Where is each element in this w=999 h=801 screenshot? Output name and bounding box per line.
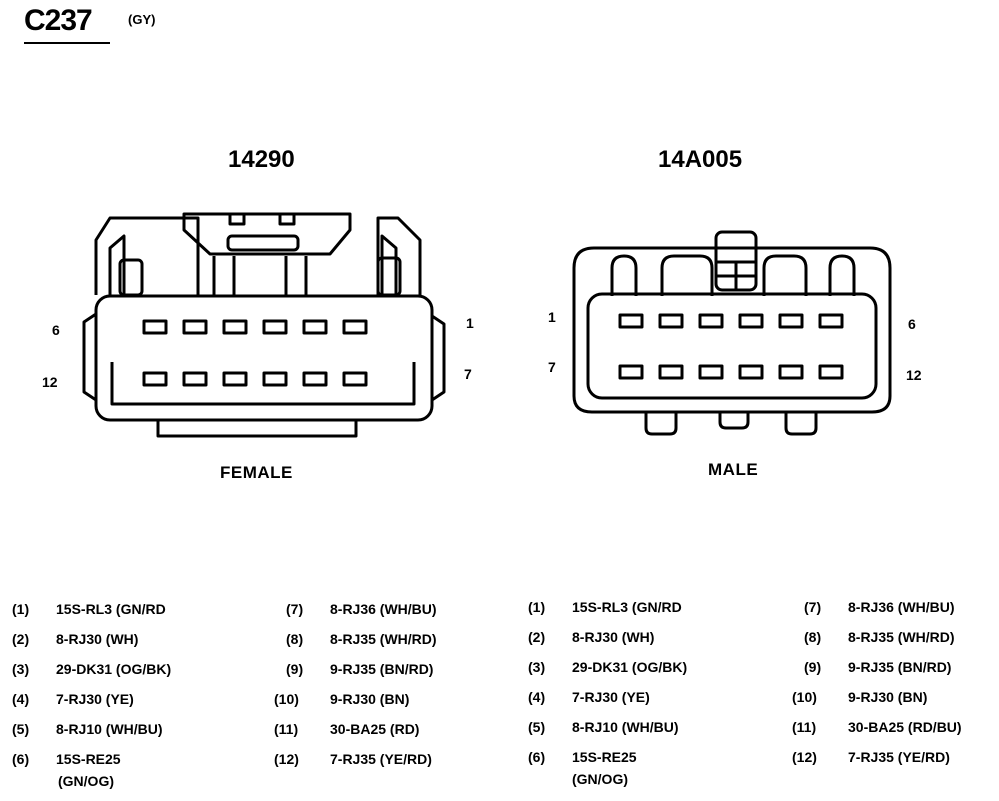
table-row: (5) 8-RJ10 (WH/BU) [528, 712, 679, 742]
connector-id: C237 [24, 4, 93, 37]
wire-code: 30-BA25 (RD/BU) [848, 719, 962, 735]
table-row: (9) 9-RJ35 (BN/RD) [804, 652, 951, 682]
female-pin-label-top-right: 1 [466, 315, 474, 331]
pin-number: (9) [286, 661, 304, 677]
female-pin-label-bottom-right: 7 [464, 366, 472, 382]
wire-code: 9-RJ30 (BN) [848, 689, 928, 705]
wire-code: 29-DK31 (OG/BK) [572, 659, 688, 675]
wire-code: 15S-RL3 (GN/RD [56, 601, 166, 617]
connector-color-code: (GY) [128, 12, 156, 27]
wire-code: 15S-RE25 [56, 751, 121, 767]
table-row: (12) 7-RJ35 (YE/RD) [274, 744, 432, 774]
wire-code: 7-RJ30 (YE) [572, 689, 650, 705]
pin-number: (7) [804, 599, 822, 615]
male-pin-label-top-right: 6 [908, 316, 916, 332]
female-pin-label-top-left: 6 [52, 322, 60, 338]
wire-code: 8-RJ36 (WH/BU) [848, 599, 955, 615]
pin-number: (6) [12, 751, 30, 767]
table-row: (10) 9-RJ30 (BN) [274, 684, 409, 714]
pin-number: (7) [286, 601, 304, 617]
pin-number: (8) [286, 631, 304, 647]
wire-code: 8-RJ35 (WH/RD) [330, 631, 437, 647]
pin-number: (1) [12, 601, 30, 617]
pin-number: (6) [528, 749, 546, 765]
wire-code: 15S-RL3 (GN/RD [572, 599, 682, 615]
pin-number: (4) [528, 689, 546, 705]
table-row: (8) 8-RJ35 (WH/RD) [804, 622, 955, 652]
pin-number: (1) [528, 599, 546, 615]
pin-number: (5) [12, 721, 30, 737]
table-row: (7) 8-RJ36 (WH/BU) [286, 594, 437, 624]
female-gender-label: FEMALE [220, 463, 293, 482]
male-part-number: 14A005 [658, 146, 743, 173]
female-pin-label-bottom-left: 12 [42, 374, 58, 390]
pin-number: (10) [274, 691, 299, 707]
table-row: (3) 29-DK31 (OG/BK) [528, 652, 687, 682]
wire-code: 8-RJ30 (WH) [572, 629, 655, 645]
female-connector-outline [82, 212, 446, 438]
table-row: (8) 8-RJ35 (WH/RD) [286, 624, 437, 654]
wire-code-continuation: (GN/OG) [572, 771, 628, 787]
wire-code: 8-RJ35 (WH/RD) [848, 629, 955, 645]
table-row: (5) 8-RJ10 (WH/BU) [12, 714, 163, 744]
table-row: (11) 30-BA25 (RD) [274, 714, 419, 744]
table-row: (4) 7-RJ30 (YE) [12, 684, 134, 714]
pin-number: (11) [792, 719, 817, 735]
wire-code-continuation: (GN/OG) [58, 773, 114, 789]
pin-number: (8) [804, 629, 822, 645]
table-row: (2) 8-RJ30 (WH) [528, 622, 654, 652]
pin-number: (12) [274, 751, 299, 767]
pin-number: (5) [528, 719, 546, 735]
wire-code: 8-RJ10 (WH/BU) [56, 721, 163, 737]
male-gender-label: MALE [708, 460, 759, 479]
wire-code: 7-RJ30 (YE) [56, 691, 134, 707]
wire-code: 15S-RE25 [572, 749, 637, 765]
table-row: (6) 15S-RE25 [528, 742, 637, 772]
male-pin-label-bottom-left: 7 [548, 359, 556, 375]
pin-number: (4) [12, 691, 30, 707]
table-row: (4) 7-RJ30 (YE) [528, 682, 650, 712]
table-row: (1) 15S-RL3 (GN/RD [528, 592, 682, 622]
wire-code: 7-RJ35 (YE/RD) [330, 751, 432, 767]
wire-code: 9-RJ30 (BN) [330, 691, 410, 707]
pin-number: (9) [804, 659, 822, 675]
wire-code: 30-BA25 (RD) [330, 721, 420, 737]
pin-number: (2) [528, 629, 546, 645]
wire-code: 8-RJ36 (WH/BU) [330, 601, 437, 617]
table-row: (1) 15S-RL3 (GN/RD [12, 594, 166, 624]
table-row: (2) 8-RJ30 (WH) [12, 624, 138, 654]
table-row: (9) 9-RJ35 (BN/RD) [286, 654, 433, 684]
male-connector-outline [572, 230, 892, 436]
wire-code: 9-RJ35 (BN/RD) [848, 659, 952, 675]
wire-code: 9-RJ35 (BN/RD) [330, 661, 434, 677]
connector-drawings [82, 212, 892, 438]
table-row: (6) 15S-RE25 [12, 744, 121, 774]
table-row: (3) 29-DK31 (OG/BK) [12, 654, 171, 684]
header-underline [24, 42, 110, 44]
pin-number: (12) [792, 749, 817, 765]
pin-number: (10) [792, 689, 817, 705]
pin-number: (2) [12, 631, 30, 647]
male-pin-label-bottom-right: 12 [906, 367, 922, 383]
pin-number: (3) [12, 661, 30, 677]
table-row: (10) 9-RJ30 (BN) [792, 682, 927, 712]
pin-number: (3) [528, 659, 546, 675]
male-pin-label-top-left: 1 [548, 309, 556, 325]
table-row: (7) 8-RJ36 (WH/BU) [804, 592, 955, 622]
wire-code: 29-DK31 (OG/BK) [56, 661, 172, 677]
table-row: (12) 7-RJ35 (YE/RD) [792, 742, 950, 772]
wire-code: 8-RJ10 (WH/BU) [572, 719, 679, 735]
female-part-number: 14290 [228, 146, 295, 173]
pin-number: (11) [274, 721, 299, 737]
wire-code: 7-RJ35 (YE/RD) [848, 749, 950, 765]
table-row: (11) 30-BA25 (RD/BU) [792, 712, 962, 742]
wire-code: 8-RJ30 (WH) [56, 631, 139, 647]
